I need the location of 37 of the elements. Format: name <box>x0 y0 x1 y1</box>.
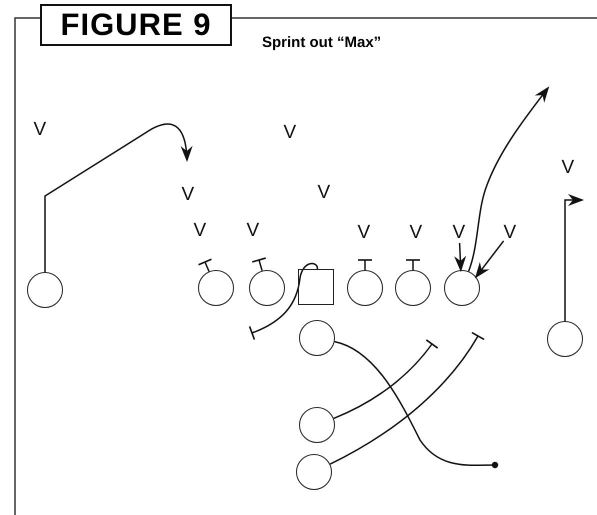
block-line <box>405 259 421 270</box>
player-circle <box>299 407 335 443</box>
route-line <box>334 340 498 468</box>
route-arrow <box>564 194 584 321</box>
player-circle <box>347 270 383 306</box>
defender-mark: V <box>284 123 296 142</box>
player-circle <box>299 320 335 356</box>
defender-mark: V <box>562 158 574 177</box>
defender-mark: V <box>504 223 516 242</box>
player-circle <box>547 321 583 357</box>
defender-mark: V <box>318 183 330 202</box>
player-circle <box>444 270 480 306</box>
block-line <box>248 262 318 340</box>
defender-mark: V <box>34 120 46 139</box>
block-line <box>251 257 267 271</box>
player-circle <box>27 272 63 308</box>
route-arrow <box>44 123 192 272</box>
play-name: Sprint out “Max” <box>262 34 382 51</box>
defender-mark: V <box>182 185 194 204</box>
defender-mark: V <box>358 223 370 242</box>
block-line <box>330 332 485 465</box>
defender-mark: V <box>246 221 260 240</box>
defender-mark: V <box>194 221 206 240</box>
block-line <box>357 259 373 270</box>
figure-title: FIGURE 9 <box>40 4 232 46</box>
defender-mark: V <box>452 223 466 242</box>
player-circle <box>249 270 285 306</box>
route-arrow <box>474 240 504 278</box>
defender-mark: V <box>410 223 422 242</box>
block-line <box>198 258 212 272</box>
route-arrow <box>468 86 550 272</box>
block-line <box>333 339 438 420</box>
center-square <box>298 269 334 305</box>
route-arrow <box>454 242 466 272</box>
player-circle <box>296 454 332 490</box>
player-circle <box>198 270 234 306</box>
player-circle <box>395 270 431 306</box>
